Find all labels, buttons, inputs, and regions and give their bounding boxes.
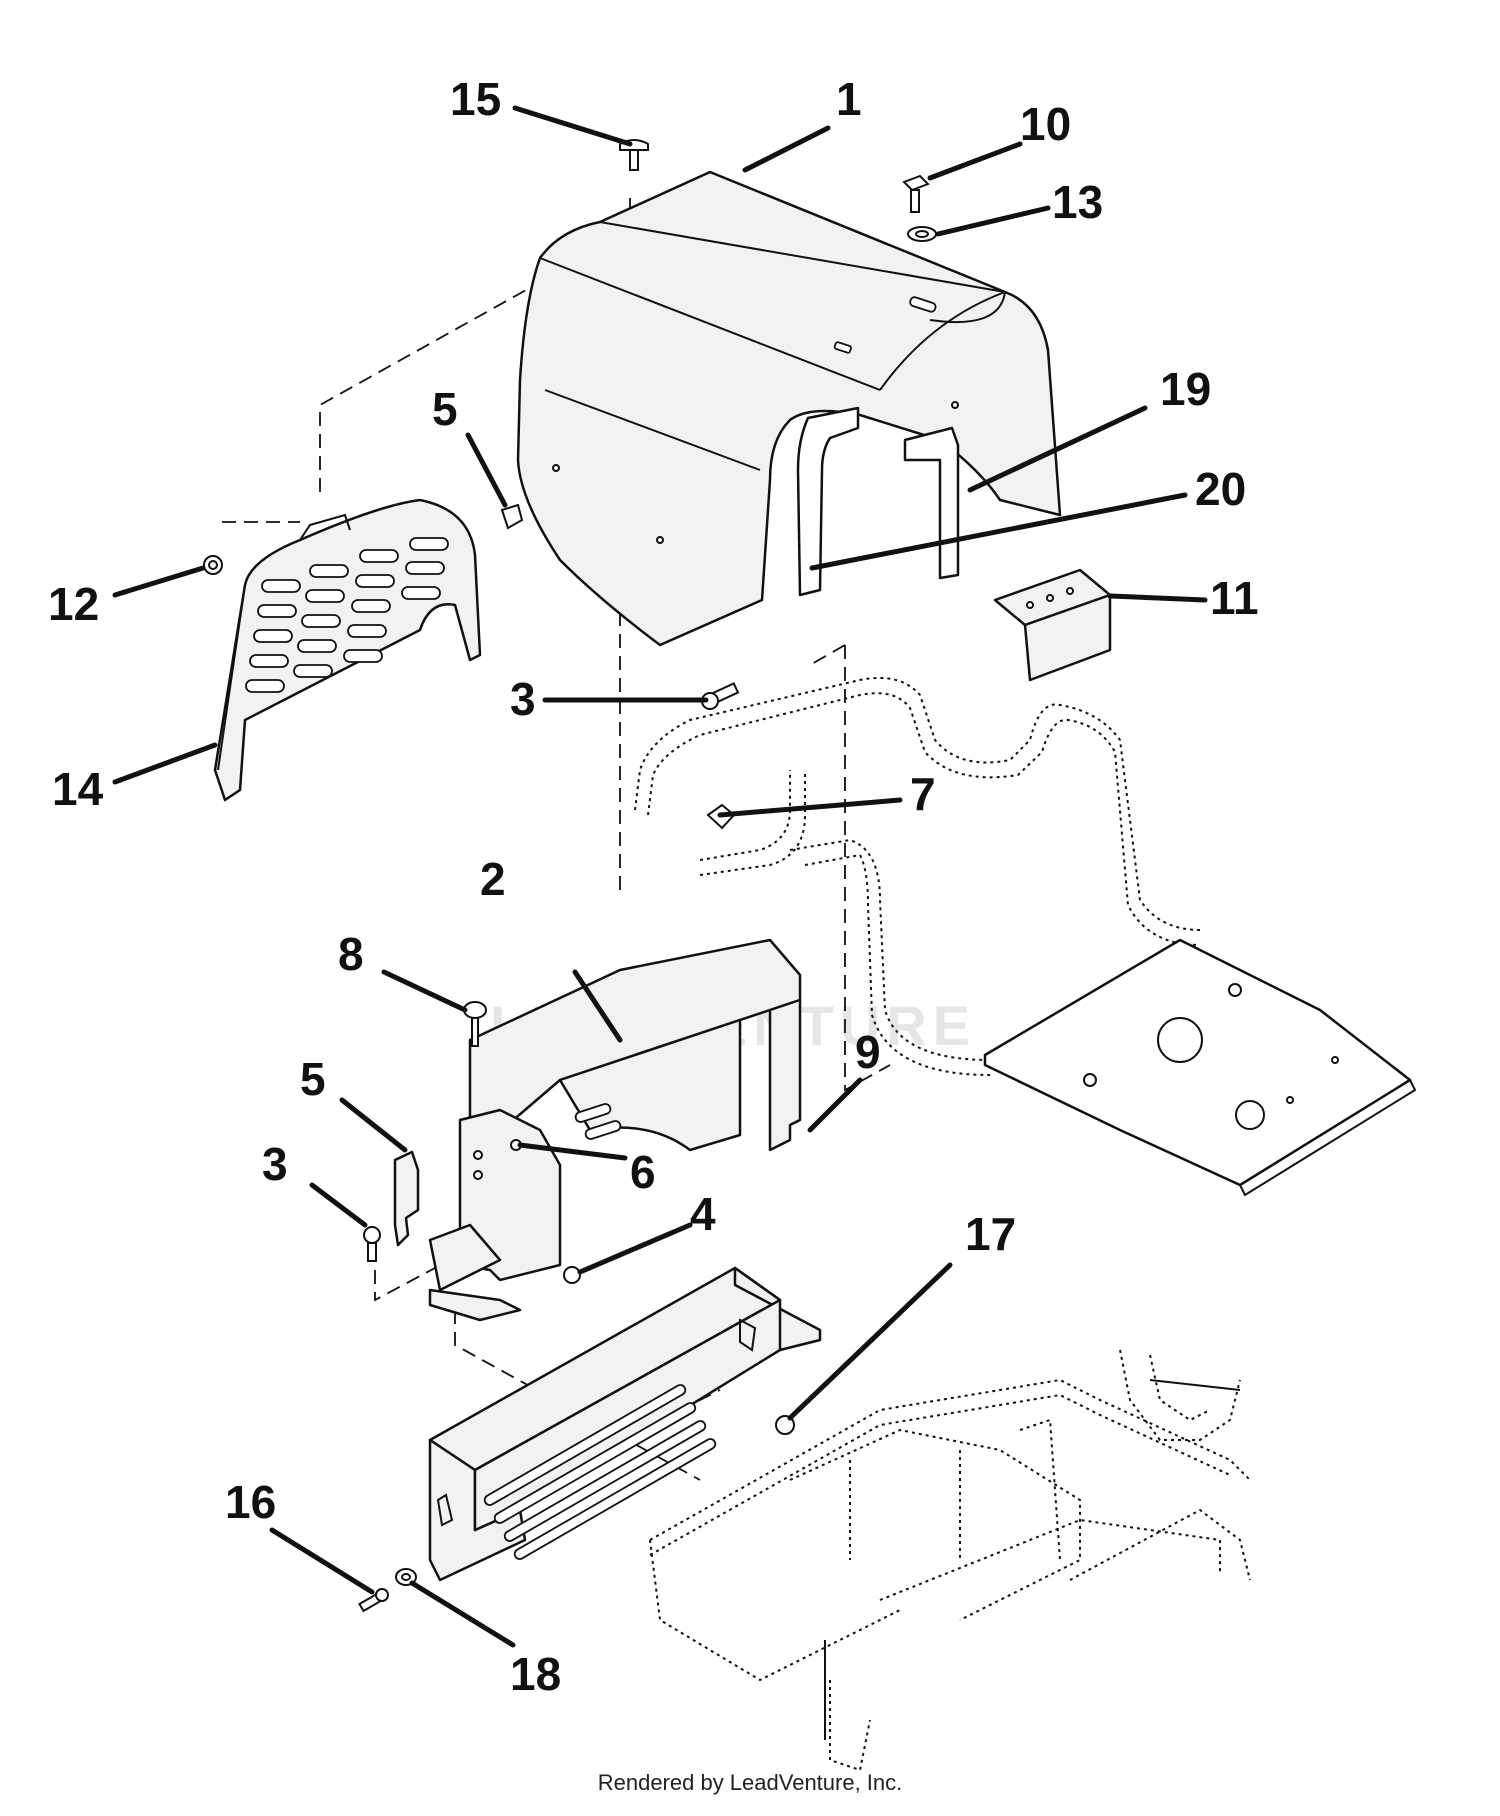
- callout-10: 10: [1020, 98, 1071, 150]
- callout-15: 15: [450, 73, 501, 125]
- grille-slots: [245, 537, 449, 693]
- callout-1: 1: [836, 73, 862, 125]
- callout-5-upper: 5: [432, 383, 458, 435]
- callout-3-lower: 3: [262, 1138, 288, 1190]
- callout-16: 16: [225, 1476, 276, 1528]
- callout-labels: 1 2 3 3 4 5 5 6 7 8 9 10 11 12 13 14 15 …: [48, 73, 1259, 1700]
- callout-12: 12: [48, 578, 99, 630]
- callout-8: 8: [338, 928, 364, 980]
- hardware: [203, 139, 937, 1613]
- callout-4: 4: [690, 1188, 716, 1240]
- step-plate-part-9: [428, 1266, 822, 1582]
- latch-part-5-lower: [393, 1150, 420, 1247]
- bracket-part-11: [993, 568, 1112, 682]
- step-plate-slots: [483, 1384, 717, 1560]
- callout-9: 9: [855, 1026, 881, 1078]
- callout-13: 13: [1052, 176, 1103, 228]
- callout-19: 19: [1160, 363, 1211, 415]
- fender-hood-part-1: [516, 170, 1062, 647]
- callout-2: 2: [480, 853, 506, 905]
- callout-18: 18: [510, 1648, 561, 1700]
- console-shroud-part-2: [428, 938, 802, 1322]
- chassis-frame-dotted: [649, 1349, 1251, 1772]
- callout-11: 11: [1210, 572, 1259, 624]
- callout-14: 14: [52, 763, 104, 815]
- callout-7: 7: [910, 768, 936, 820]
- frame-dotted: [634, 676, 1417, 1197]
- leader-lines: [112, 105, 1208, 1648]
- footer-credit: Rendered by LeadVenture, Inc.: [597, 1770, 903, 1795]
- callout-17: 17: [965, 1208, 1016, 1260]
- callout-6: 6: [630, 1146, 656, 1198]
- callout-20: 20: [1195, 463, 1246, 515]
- front-grille-part-14: [213, 498, 482, 802]
- callout-3-upper: 3: [510, 673, 536, 725]
- callout-5-lower: 5: [300, 1053, 326, 1105]
